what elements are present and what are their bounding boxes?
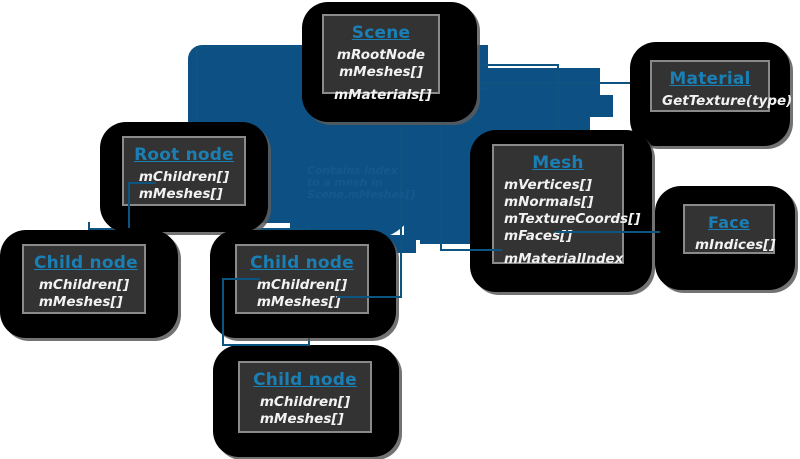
node-scene-prop-0: mRootNode — [336, 47, 426, 63]
card-face[interactable]: Face mIndices[] — [655, 186, 795, 290]
node-child-bottom-prop-0: mChildren[] — [259, 394, 351, 410]
node-child-left[interactable]: Child node mChildren[] mMeshes[] — [22, 244, 146, 314]
node-child-left-prop-0: mChildren[] — [38, 277, 130, 293]
node-child-bottom-title: Child node — [253, 370, 357, 390]
node-root-node-prop-1: mMeshes[] — [138, 186, 223, 202]
node-child-left-title: Child node — [34, 253, 138, 273]
node-child-mid-prop-1: mMeshes[] — [256, 294, 341, 310]
card-child-node-bottom[interactable]: Child node mChildren[] mMeshes[] — [213, 345, 399, 457]
node-scene-prop-2: mMaterials[] — [334, 87, 432, 103]
node-root-node-prop-0: mChildren[] — [138, 169, 230, 185]
node-child-mid-prop-0: mChildren[] — [256, 277, 348, 293]
node-face[interactable]: Face mIndices[] — [683, 204, 776, 254]
node-mesh-prop-3: mFaces[] — [504, 228, 573, 244]
node-mesh[interactable]: Mesh mVertices[] mNormals[] mTextureCoor… — [492, 144, 640, 267]
node-mesh-title: Mesh — [532, 153, 584, 173]
node-face-title: Face — [708, 213, 750, 232]
node-child-bottom-prop-1: mMeshes[] — [259, 411, 344, 427]
node-scene-prop-1: mMeshes[] — [339, 64, 423, 80]
node-material-title: Material — [669, 69, 751, 89]
card-material[interactable]: Material GetTexture(type) — [630, 42, 793, 146]
annotation-mesh-index: Contains index to a mesh in Scene.mMeshe… — [307, 164, 416, 201]
node-root-node-title: Root node — [134, 145, 234, 165]
node-child-left-prop-1: mMeshes[] — [38, 294, 123, 310]
node-mesh-prop-1: mNormals[] — [504, 194, 594, 210]
node-scene-title: Scene — [351, 23, 411, 43]
node-child-mid-title: Child node — [250, 253, 354, 273]
card-child-node-left[interactable]: Child node mChildren[] mMeshes[] — [0, 230, 178, 338]
node-mesh-prop-2: mTextureCoords[] — [504, 211, 641, 227]
node-scene[interactable]: Scene mRootNode mMeshes[] mMaterials[] — [322, 14, 440, 103]
node-face-prop-0: mIndices[] — [695, 237, 776, 253]
node-mesh-prop-4: mMaterialIndex — [504, 251, 624, 267]
node-material[interactable]: Material GetTexture(type) — [650, 60, 793, 112]
card-child-node-mid[interactable]: Child node mChildren[] mMeshes[] — [210, 230, 396, 338]
node-root-node[interactable]: Root node mChildren[] mMeshes[] — [122, 136, 246, 206]
node-child-bottom[interactable]: Child node mChildren[] mMeshes[] — [238, 361, 372, 433]
card-scene[interactable]: Scene mRootNode mMeshes[] mMaterials[] — [302, 2, 477, 122]
node-child-mid[interactable]: Child node mChildren[] mMeshes[] — [235, 244, 369, 314]
card-mesh[interactable]: Mesh mVertices[] mNormals[] mTextureCoor… — [470, 130, 652, 292]
card-root-node[interactable]: Root node mChildren[] mMeshes[] — [100, 122, 268, 232]
node-material-prop-0: GetTexture(type) — [662, 93, 793, 109]
node-mesh-prop-0: mVertices[] — [504, 177, 592, 193]
